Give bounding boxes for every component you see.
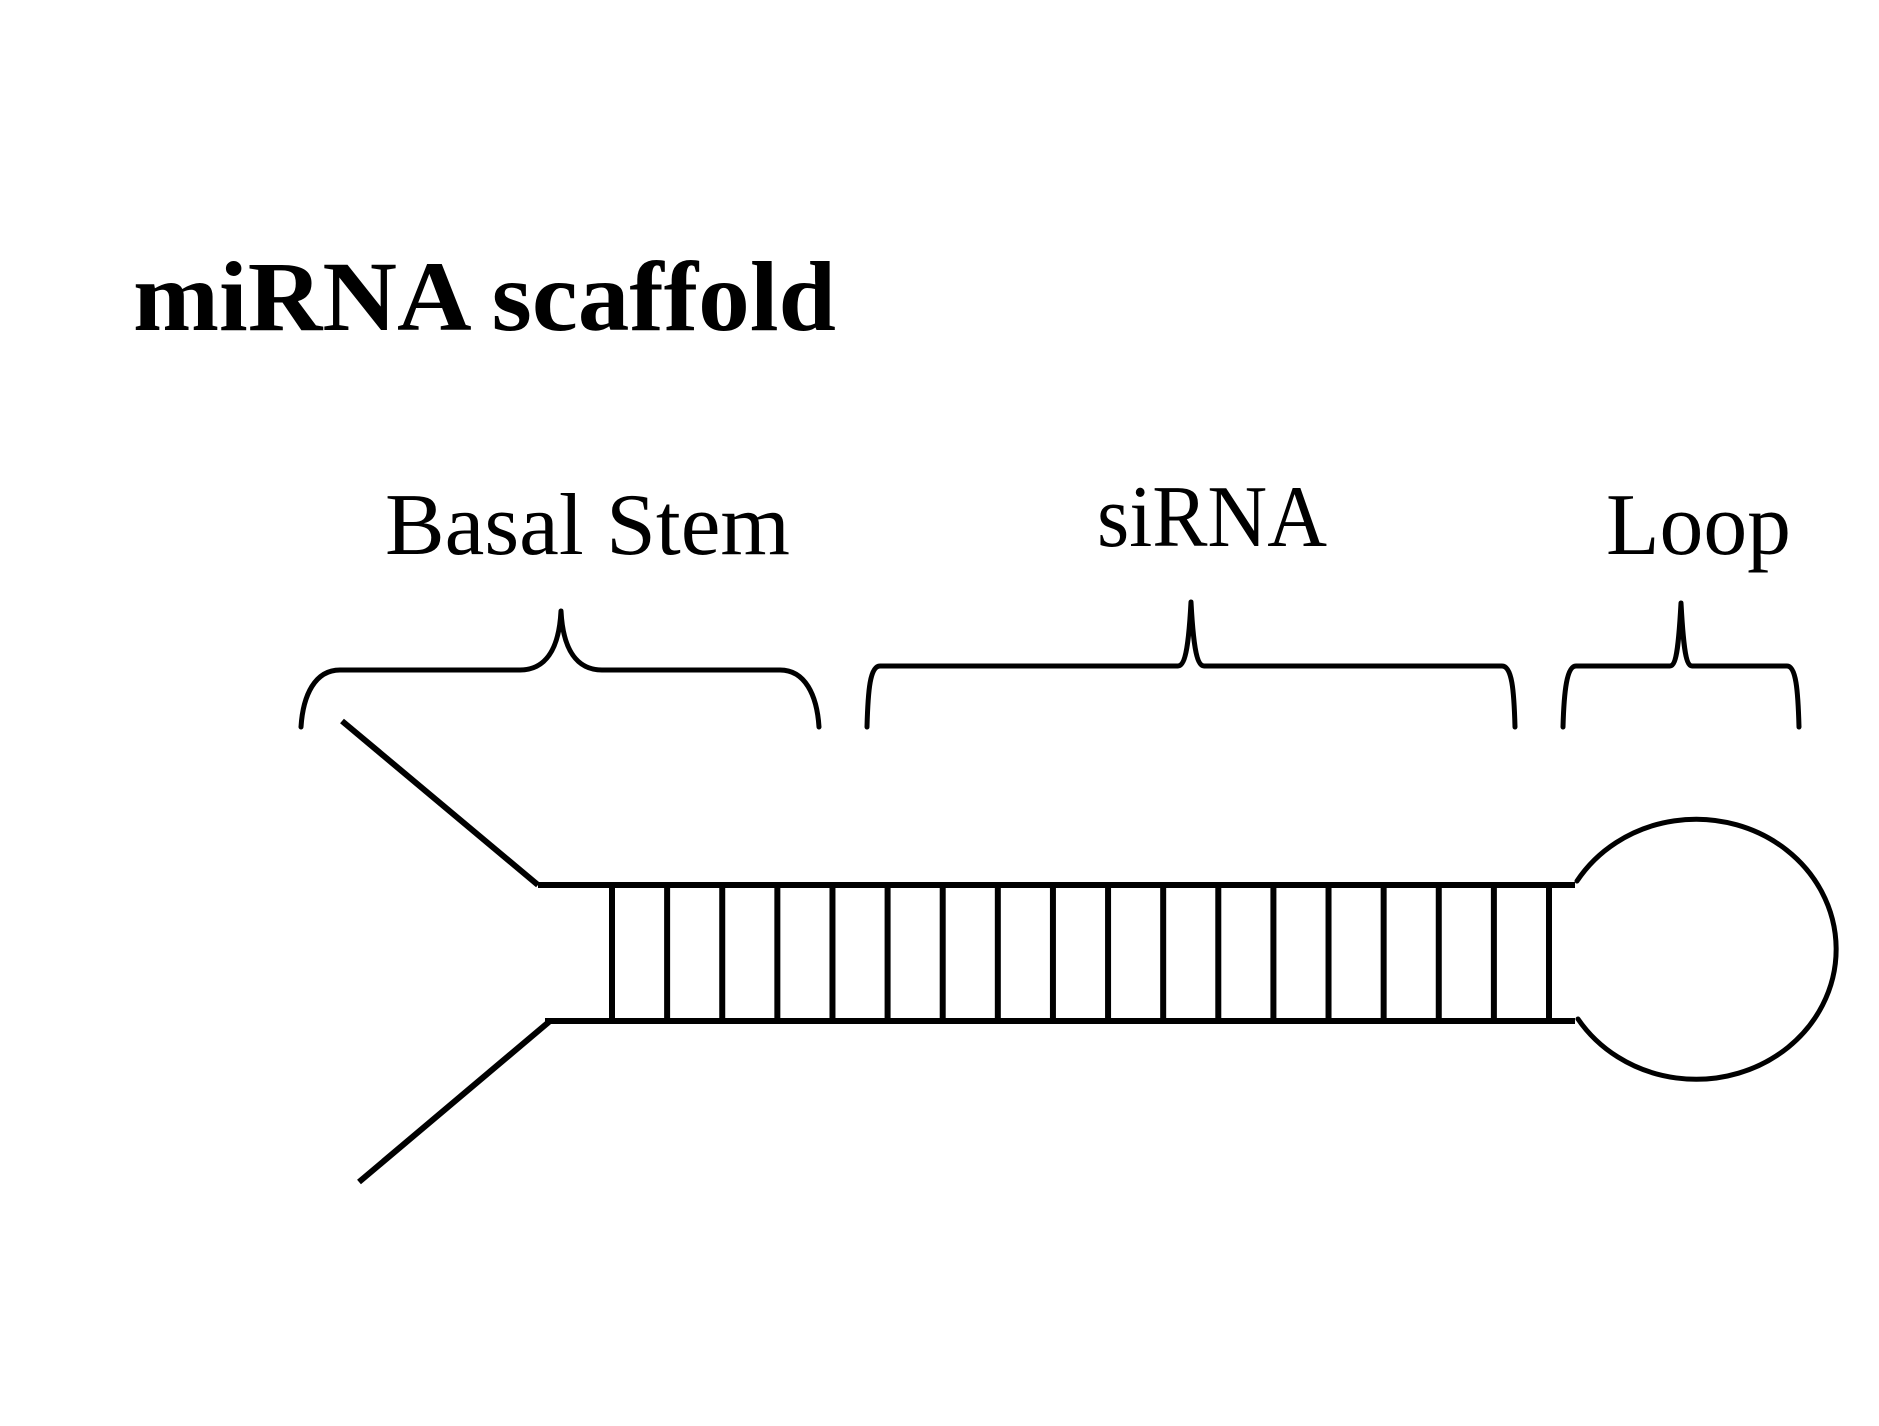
tail-3-prime bbox=[357, 1018, 552, 1185]
diagram-title: miRNA scaffold bbox=[133, 241, 836, 352]
base-pair-rungs bbox=[609, 885, 1552, 1021]
hairpin-loop bbox=[1574, 816, 1839, 1082]
label-sirna: siRNA bbox=[1097, 469, 1327, 566]
bracket-basal-stem bbox=[298, 608, 822, 730]
bracket-sirna bbox=[864, 599, 1518, 730]
label-loop: Loop bbox=[1606, 477, 1791, 574]
label-basal-stem: Basal Stem bbox=[385, 477, 790, 574]
bracket-loop bbox=[1560, 600, 1802, 730]
tail-5-prime bbox=[340, 718, 540, 888]
